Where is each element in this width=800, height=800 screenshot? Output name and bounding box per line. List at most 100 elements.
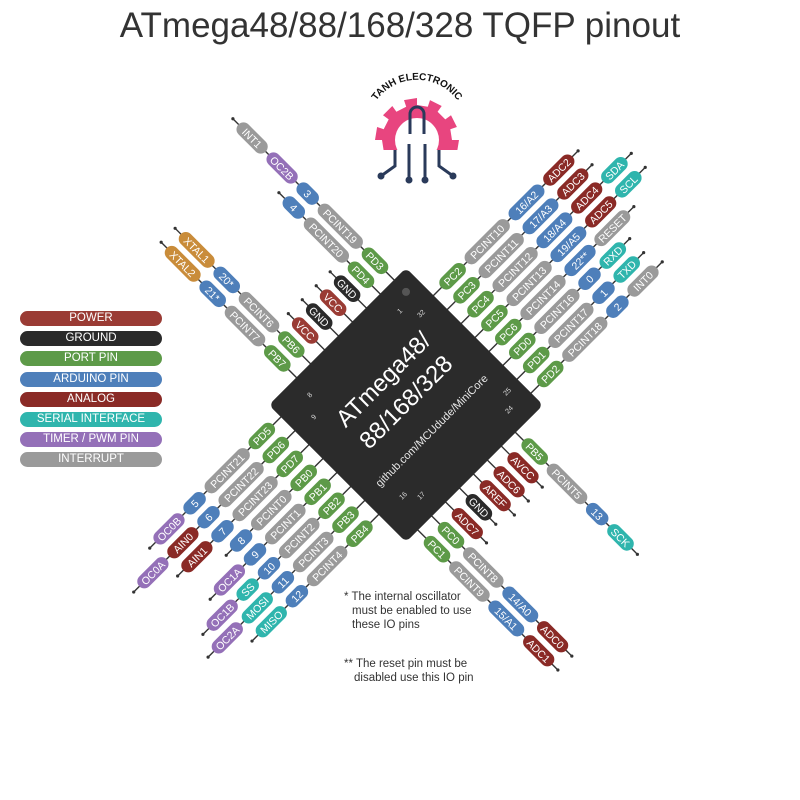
- pin-label-timer: OC0A: [137, 557, 169, 589]
- pin-label-bg: [488, 600, 525, 637]
- pin-label-bg: [153, 513, 185, 545]
- pin-label-bg: [332, 506, 359, 533]
- circuit-node: [421, 176, 429, 184]
- pin-label-bg: [232, 475, 278, 522]
- pin-label-bg: [571, 182, 603, 214]
- pin-label-arduino: 2: [606, 295, 629, 318]
- legend-item-ground: GROUND: [20, 331, 162, 347]
- pin-label-arduino: 6: [197, 505, 220, 529]
- pin-label-arduino: 8: [229, 529, 253, 552]
- pin-label-analog: AIN0: [167, 527, 199, 559]
- pin-end-dot: [632, 205, 636, 209]
- pin-label-bg: [508, 184, 545, 221]
- note-reset: ** The reset pin must be disabled use th…: [344, 657, 474, 685]
- pin-label-bg: [437, 521, 465, 549]
- pin-label-bg: [282, 196, 306, 219]
- pin-label-bg: [164, 245, 201, 282]
- pin-end-dot: [540, 485, 544, 489]
- pin-label-bg: [276, 450, 303, 478]
- pin-label-bg: [578, 267, 601, 291]
- pin-end-dot: [300, 298, 304, 302]
- pin-end-dot: [628, 237, 632, 241]
- legend-item-arduino-pin: ARDUINO PIN: [20, 371, 162, 387]
- pin-label-bg: [521, 438, 548, 465]
- circuit-node: [405, 176, 413, 184]
- pin-end-dot: [277, 191, 281, 195]
- pin-end-dot: [494, 522, 498, 526]
- circuit-node: [449, 172, 457, 180]
- pin-label-arduino: 13: [585, 502, 609, 526]
- pin-label-bg: [236, 578, 259, 601]
- pin-label-bg: [317, 203, 363, 249]
- pin-label-bg: [206, 599, 238, 631]
- pin-label-bg: [251, 489, 292, 531]
- pin-label-bg: [465, 494, 493, 521]
- note-oscillator-line1: * The internal oscillator: [344, 591, 461, 603]
- pin-label-bg: [585, 196, 617, 228]
- pin-label-bg: [218, 461, 264, 508]
- note-reset-line1: ** The reset pin must be: [344, 658, 468, 670]
- pin-label-bg: [557, 168, 589, 200]
- pin-label-bg: [548, 302, 594, 349]
- pin-label-bg: [543, 154, 575, 186]
- pin-label-bg: [550, 226, 587, 263]
- pin-end-dot: [576, 149, 580, 153]
- pin-end-dot: [484, 541, 489, 545]
- pin-label-bg: [213, 564, 246, 596]
- pin-label-bg: [278, 517, 320, 559]
- pin-label-bg: [613, 256, 640, 283]
- pin-label-bg: [199, 280, 226, 308]
- pin-end-dot: [224, 553, 228, 557]
- pin-end-dot: [173, 226, 177, 230]
- pin-label-bg: [615, 171, 642, 198]
- pin-end-dot: [231, 117, 235, 121]
- pin-label-bg: [243, 543, 267, 566]
- chip-pin-number-1: 1: [396, 308, 404, 316]
- pin-label-bg: [453, 277, 480, 304]
- pin-label-bg: [266, 152, 298, 184]
- chip-pin-number-24: 24: [504, 405, 515, 416]
- note-oscillator: * The internal oscillator must be enable…: [344, 590, 472, 632]
- pin-label-bg: [211, 519, 234, 543]
- pin-end-dot: [206, 655, 210, 659]
- pin-label-bg: [211, 622, 243, 654]
- note-oscillator-line3: these IO pins: [352, 619, 420, 631]
- pin-label-bg: [306, 545, 348, 587]
- pin-label-bg: [296, 182, 319, 205]
- pin-label-bg: [292, 531, 334, 573]
- pin-label-bg: [592, 281, 615, 305]
- pin-label-bg: [236, 122, 268, 154]
- pin-label-bg: [262, 436, 290, 464]
- pin-label-arduino: 10: [257, 557, 281, 580]
- pin-end-dot: [526, 499, 530, 503]
- pin-label-interrupt: INT1: [236, 122, 268, 154]
- pin-label-bg: [594, 210, 631, 247]
- pin-label-bg: [522, 198, 559, 235]
- pin-label-bg: [178, 231, 215, 268]
- chip: ATmega48/ 88/168/328 github.com/MCUdude/…: [271, 270, 541, 540]
- pin-label-bg: [478, 232, 524, 279]
- pin-label-bg: [305, 303, 333, 330]
- pin-end-dot: [642, 251, 646, 255]
- pin-label-bg: [479, 480, 511, 512]
- chip-pin-number-9: 9: [310, 414, 318, 422]
- pin-label-text: PCINT5: [549, 467, 584, 502]
- pin-label-bg: [229, 529, 253, 552]
- pin-end-dot: [208, 597, 212, 601]
- note-reset-line2: disabled use this IO pin: [354, 672, 474, 684]
- pin-end-dot: [176, 574, 180, 578]
- pin-label-bg: [536, 621, 569, 653]
- pin-label-bg: [361, 247, 389, 275]
- pin-label-bg: [451, 507, 483, 540]
- pin-label-bg: [304, 478, 331, 506]
- pin-label-bg: [423, 535, 451, 563]
- legend-item-port-pin: PORT PIN: [20, 351, 162, 367]
- pin-end-dot: [635, 552, 639, 556]
- pin-end-dot: [159, 240, 163, 244]
- pin-label-bg: [248, 422, 276, 450]
- pin-label-bg: [606, 295, 629, 318]
